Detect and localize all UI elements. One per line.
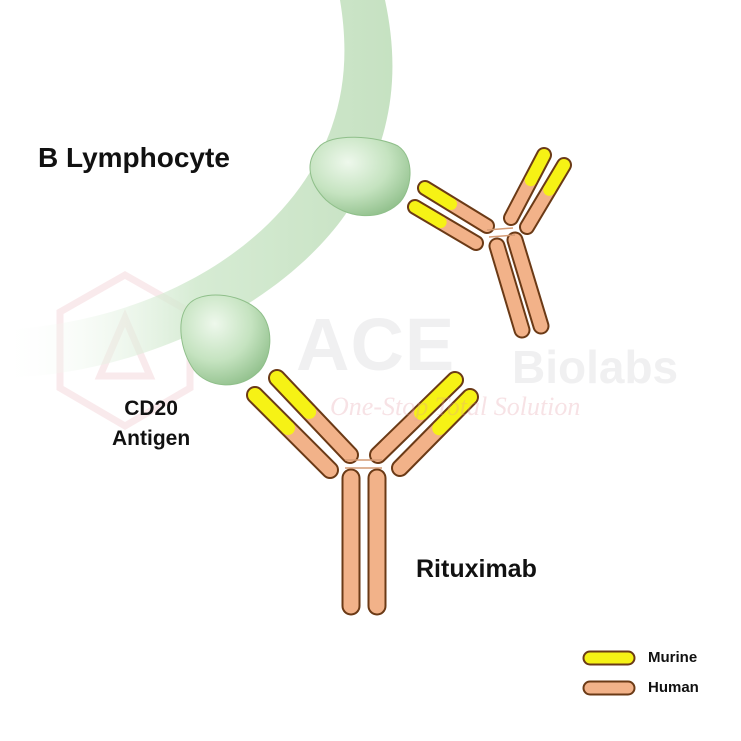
rituximab-upper-arm-chain-3-variable: [524, 149, 550, 187]
antibody-label: Rituximab: [416, 555, 537, 583]
watermark-sub: Biolabs: [512, 341, 679, 393]
rituximab-upper-arm-chain-2-variable: [409, 201, 447, 229]
rituximab-upper-arm-chain-4-constant: [521, 183, 556, 233]
rituximab-upper: [407, 147, 572, 339]
watermark-brand: ACE: [296, 303, 456, 386]
cd20-antigen-upper: [309, 136, 411, 217]
antigen-label: CD20 Antigen: [112, 394, 190, 454]
rituximab-upper-arm-chain-2-constant: [434, 216, 482, 249]
rituximab-main-arm-chain-1-variable: [248, 388, 295, 435]
legend: [582, 650, 636, 696]
antibodies: [246, 147, 572, 616]
rituximab-main: [246, 369, 479, 616]
rituximab-main-arm-chain-3-variable: [414, 373, 462, 420]
rituximab-main-arm-chain-1-constant: [281, 421, 337, 477]
rituximab-upper-arm-chain-3-constant: [505, 174, 537, 224]
antigen-label-line1: CD20: [124, 397, 178, 420]
cell-label: B Lymphocyte: [38, 142, 230, 173]
antigen-label-line2: Antigen: [112, 427, 191, 450]
rituximab-upper-fc-chain-2: [508, 233, 548, 333]
rituximab-upper-arm-chain-4-variable: [543, 159, 570, 196]
legend-label-murine: Murine: [648, 649, 698, 666]
legend-label-human: Human: [648, 679, 699, 696]
watermark-tagline: One-Stop Total Solution: [330, 392, 581, 421]
rituximab-main-arm-chain-2-variable: [270, 371, 317, 419]
rituximab-main-arm-chain-2-constant: [302, 404, 357, 462]
rituximab-main-arm-chain-3-constant: [371, 406, 429, 462]
rituximab-upper-fc-chain-1: [490, 239, 529, 337]
rituximab-main-arm-chain-4-variable: [432, 390, 477, 436]
rituximab-main-arm-chain-4-constant: [393, 421, 447, 475]
rituximab-upper-disulfide-1: [486, 227, 514, 231]
rituximab-upper-disulfide-2: [488, 234, 516, 238]
rituximab-upper-arm-chain-1-variable: [419, 182, 458, 210]
rituximab-upper-arm-chain-1-constant: [445, 197, 493, 232]
cd20-antigen-lower: [180, 294, 271, 386]
